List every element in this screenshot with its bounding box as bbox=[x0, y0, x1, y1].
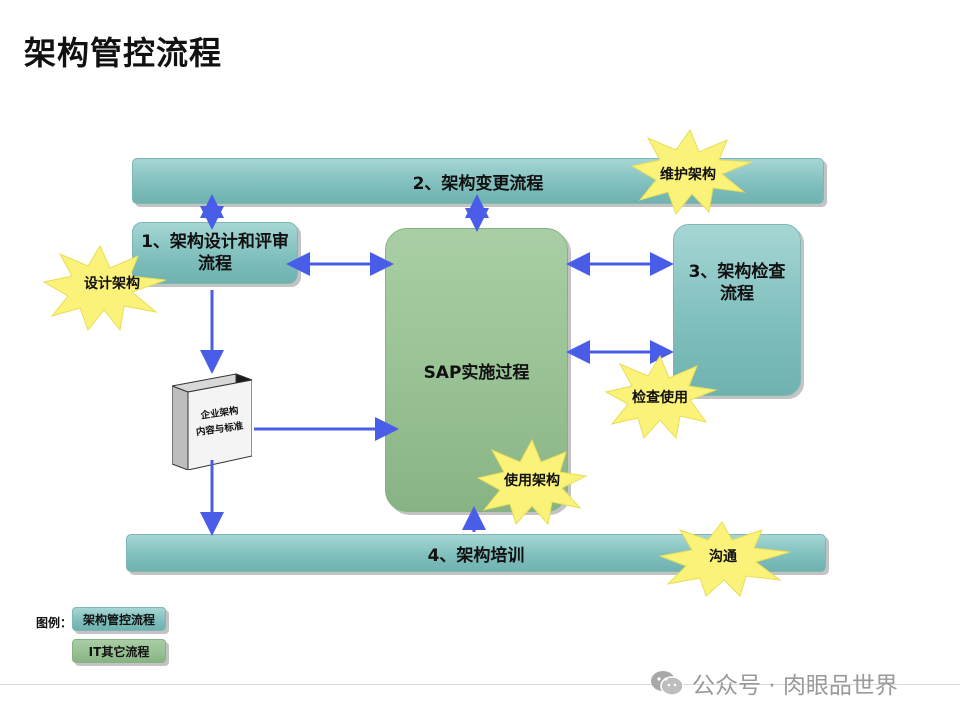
design-process-label-line1: 1、架构设计和评审 bbox=[141, 232, 289, 252]
training-process-bar: 4、架构培训 bbox=[126, 534, 826, 572]
check-process-box: 3、架构检查 流程 bbox=[673, 224, 801, 396]
legend-other-swatch: IT其它流程 bbox=[72, 639, 166, 663]
legend-governance-swatch: 架构管控流程 bbox=[72, 607, 166, 631]
watermark-text: 公众号 · 肉眼品世界 bbox=[692, 673, 898, 699]
check-process-label-line1: 3、架构检查 bbox=[688, 262, 786, 282]
sap-implementation-box: SAP实施过程 bbox=[385, 228, 568, 512]
design-review-process-box: 1、架构设计和评审 流程 bbox=[132, 222, 298, 284]
change-process-bar: 2、架构变更流程 bbox=[132, 158, 824, 204]
legend-label: 图例： bbox=[36, 616, 73, 630]
check-process-label-line2: 流程 bbox=[720, 284, 754, 304]
watermark: 公众号 · 肉眼品世界 bbox=[650, 666, 898, 700]
footer-divider bbox=[0, 684, 960, 685]
wechat-icon bbox=[651, 671, 684, 696]
page-title: 架构管控流程 bbox=[24, 34, 223, 72]
book-label-line1: 企业架构 bbox=[199, 404, 240, 421]
enterprise-architecture-book-icon: 企业架构 内容与标准 bbox=[172, 373, 252, 470]
burst-design-label: 设计架构 bbox=[84, 275, 140, 292]
design-process-label-line2: 流程 bbox=[198, 254, 232, 274]
